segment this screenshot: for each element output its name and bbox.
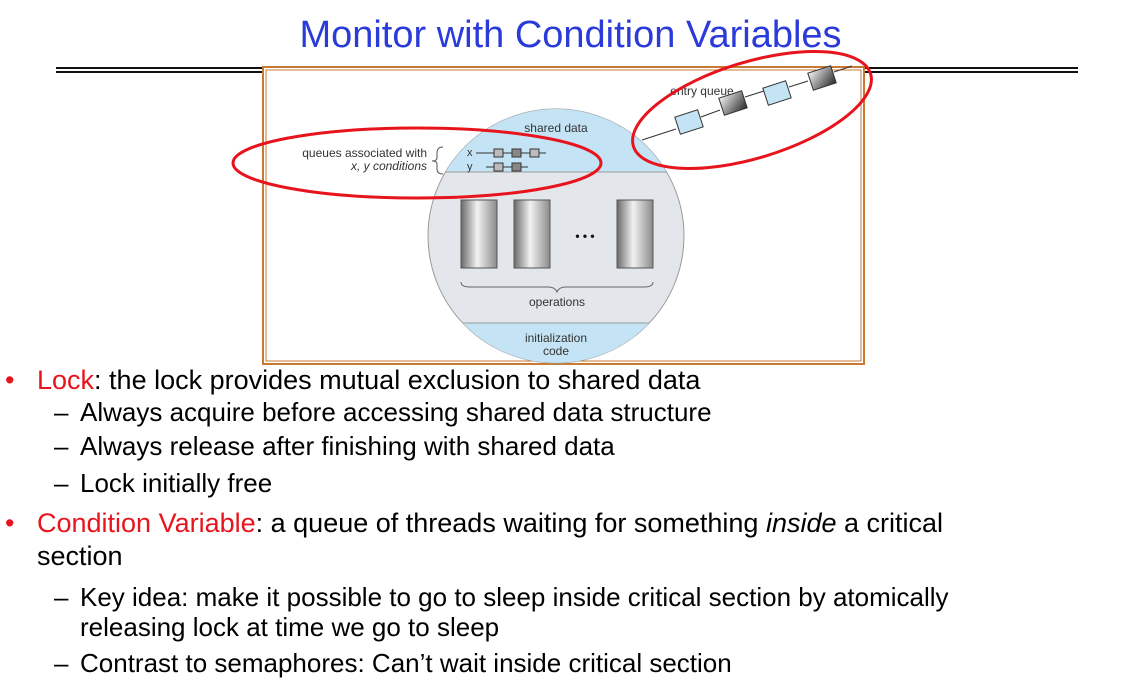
lock-sub-3: –Lock initially free [54, 468, 273, 498]
bullet-lock: •Lock: the lock provides mutual exclusio… [5, 365, 701, 395]
entry-queue [641, 65, 853, 141]
initialization-label-line2: code [543, 344, 569, 358]
lock-sub-1: –Always acquire before accessing shared … [54, 397, 712, 427]
lock-term: Lock [37, 365, 95, 395]
shared-data-label: shared data [524, 121, 588, 135]
condition-variable-term: Condition Variable [37, 508, 256, 538]
operation-bar [513, 199, 551, 269]
entry-queue-label: entry queue [670, 84, 734, 98]
operations-label: operations [529, 295, 585, 309]
entry-queue-highlight [631, 50, 873, 170]
cv-sub-2: –Contrast to semaphores: Can’t wait insi… [54, 648, 732, 678]
cv-sub-1: –Key idea: make it possible to go to sle… [54, 582, 949, 642]
queues-brace [431, 146, 444, 175]
queues-label-line2: x, y conditions [350, 159, 427, 173]
operation-bar [616, 199, 654, 269]
x-condition-queue [476, 148, 546, 158]
operation-bars [460, 199, 654, 269]
lock-text: : the lock provides mutual exclusion to … [94, 365, 701, 395]
y-condition-queue [486, 162, 528, 172]
operations-brace [460, 281, 654, 294]
y-queue-label: y [467, 161, 473, 173]
queues-label-line1: queues associated with [302, 146, 427, 160]
inside-emphasis: inside [765, 508, 837, 538]
condition-queues-highlight [231, 126, 603, 200]
x-queue-label: x [467, 147, 473, 159]
slide-title: Monitor with Condition Variables [299, 14, 842, 56]
bullet-condition-variable: •Condition Variable: a queue of threads … [5, 508, 944, 571]
bullet-list: •Lock: the lock provides mutual exclusio… [0, 364, 1141, 678]
lock-sub-2: –Always release after finishing with sha… [54, 431, 615, 461]
initialization-label-line1: initialization [525, 331, 587, 345]
operation-bar [460, 199, 498, 269]
operations-ellipsis: • • • [575, 229, 594, 243]
